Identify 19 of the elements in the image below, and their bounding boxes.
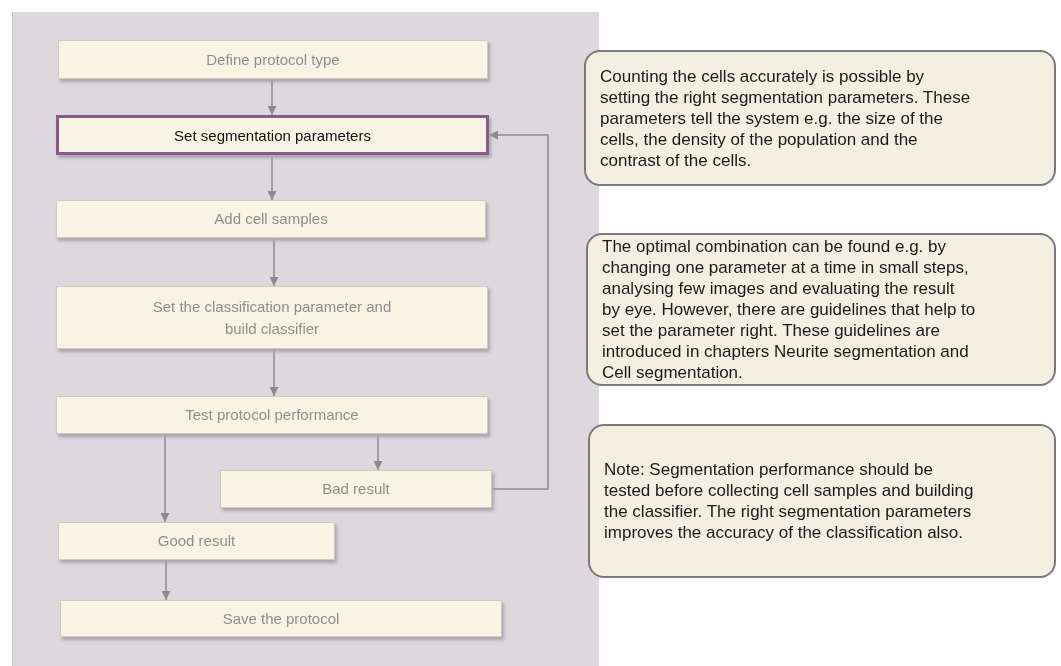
process-box: Set the classification parameter and build classifier: [56, 286, 488, 349]
process-box: Add cell samples: [56, 200, 486, 238]
process-box: Bad result: [220, 470, 492, 508]
arrow: [267, 154, 277, 201]
arrow: [373, 433, 383, 471]
arrow: [269, 237, 279, 287]
arrow: [160, 433, 170, 523]
process-box: Good result: [58, 522, 335, 560]
callout-box: Counting the cells accurately is possible by setting the right segmentation parameters. These parameters tell the system e.g. the size of the cells, the density of the population and the contrast of the cells.: [584, 50, 1056, 186]
process-box: Save the protocol: [60, 600, 502, 637]
arrow: [488, 130, 549, 490]
arrow: [269, 348, 279, 397]
arrow: [267, 78, 277, 116]
process-box: Test protocol performance: [56, 396, 488, 434]
highlighted-process-box: Set segmentation parameters: [56, 115, 489, 155]
callout-box: The optimal combination can be found e.g. by changing one parameter at a time in small steps, analysing few images and evaluating the result by eye. However, there are guidelines that help to set the parameter right. These guidelines are introduced in chapters Neurite segmentation and Cell segmentation.: [586, 233, 1056, 386]
process-box: Define protocol type: [58, 40, 488, 79]
callout-box: Note: Segmentation performance should be tested before collecting cell samples and building the classifier. The right segmentation parameters improves the accuracy of the classification also.: [588, 424, 1056, 578]
arrow: [161, 559, 171, 601]
